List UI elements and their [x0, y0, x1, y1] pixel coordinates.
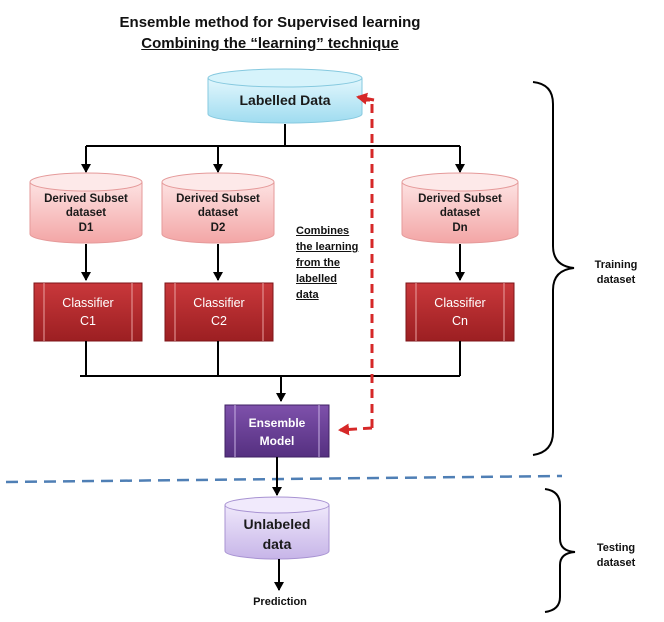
- page-title: Ensemble method for Supervised learning: [119, 14, 421, 31]
- note-line-4: labelled: [296, 272, 337, 285]
- classifier-c1-line2: C1: [80, 314, 96, 329]
- fanout-connector: [81, 124, 465, 173]
- subset-d1-line1: Derived Subset: [44, 193, 128, 205]
- testing-dataset-label: Testing dataset: [584, 541, 648, 571]
- subset-dn-line3: Dn: [452, 221, 468, 234]
- training-brace: [532, 81, 575, 456]
- labelled-data-label: Labelled Data: [239, 92, 331, 108]
- page-subtitle: Combining the “learning” technique: [141, 35, 399, 52]
- classifier-label-cn: Classifier Cn: [406, 294, 514, 330]
- ensemble-model-box: [224, 404, 330, 458]
- ensemble-line1: Ensemble: [248, 416, 306, 430]
- subset-cylinder-d2: [161, 172, 275, 244]
- classifier-cn-line2: Cn: [452, 314, 468, 329]
- note-line-1: Combines: [296, 225, 350, 237]
- subset-d2-line1: Derived Subset: [176, 193, 260, 205]
- classifier-box-cn: [405, 282, 515, 342]
- testing-brace: [544, 488, 576, 613]
- subset-label-d1: Derived Subset dataset D1: [30, 192, 142, 235]
- classifier-cn-line1: Classifier: [434, 296, 486, 310]
- classifier-label-c2: Classifier C2: [165, 294, 273, 330]
- prediction-label: Prediction: [253, 596, 307, 608]
- subset-cylinder-d1: [29, 172, 143, 244]
- subset-cylinder-dn: [401, 172, 519, 244]
- ensemble-model-label: Ensemble Model: [225, 414, 329, 450]
- merge-connector: [80, 341, 461, 402]
- labelled-data-cylinder: [207, 68, 363, 124]
- unlabeled-line2: data: [262, 535, 292, 552]
- subset-label-dn: Derived Subset dataset Dn: [402, 192, 518, 235]
- training-dataset-label: Training dataset: [584, 258, 648, 288]
- subset-dn-line1: Derived Subset: [418, 193, 502, 205]
- subset-d1-line3: D1: [78, 221, 94, 234]
- classifier-c2-line1: Classifier: [193, 296, 245, 310]
- note-line-3: from the: [296, 256, 340, 269]
- subset-dn-line2: dataset: [439, 207, 481, 220]
- testing-line1: Testing: [596, 542, 636, 554]
- note-line-2: the learning: [296, 240, 359, 253]
- note-line-5: data: [296, 288, 319, 301]
- subset-d2-line2: dataset: [197, 207, 239, 220]
- unlabeled-line1: Unlabeled: [243, 516, 311, 532]
- testing-line2: dataset: [596, 556, 636, 569]
- combines-learning-note: Combines the learning from the labelled …: [296, 224, 386, 304]
- unlabeled-data-cylinder: [224, 496, 330, 560]
- classifier-box-c2: [164, 282, 274, 342]
- unlabeled-data-label: Unlabeled data: [225, 515, 329, 554]
- subset-d2-line3: D2: [210, 221, 226, 234]
- train-test-separator: [5, 474, 563, 484]
- classifier-label-c1: Classifier C1: [34, 294, 142, 330]
- classifier-box-c1: [33, 282, 143, 342]
- subset-label-d2: Derived Subset dataset D2: [162, 192, 274, 235]
- classifier-c1-line1: Classifier: [62, 296, 114, 310]
- subset-d1-line2: dataset: [65, 207, 107, 220]
- training-line2: dataset: [596, 273, 636, 286]
- ensemble-line2: Model: [259, 434, 295, 448]
- subset-to-classifier-arrows: [81, 244, 465, 281]
- training-line1: Training: [594, 259, 638, 271]
- classifier-c2-line2: C2: [211, 314, 227, 329]
- learning-feedback-path: [338, 92, 375, 436]
